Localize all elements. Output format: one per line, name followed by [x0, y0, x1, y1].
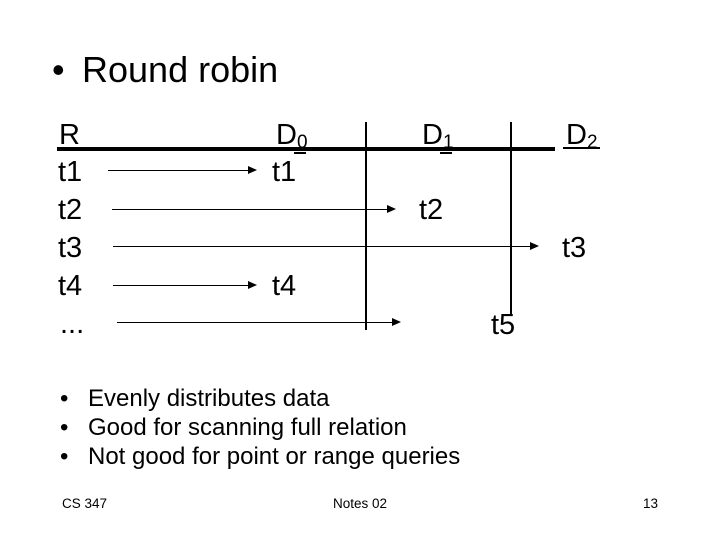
placed-tuple-t5: t5 [491, 309, 516, 341]
disk-0-sub: 0 [296, 132, 308, 153]
column-divider-d0-d1 [365, 122, 367, 330]
subscript-underline-d0 [294, 152, 306, 154]
title-bullet-icon: • [52, 49, 65, 90]
title-text: Round robin [82, 49, 279, 90]
bullet-item: • Evenly distributes data [60, 384, 460, 413]
disk-2-base: D [566, 119, 587, 151]
arrow-t1-to-d0 [108, 166, 257, 174]
header-underline-d2 [563, 147, 600, 149]
disk-1-sub: 1 [442, 132, 454, 153]
arrow-t2-to-d1 [112, 205, 396, 213]
placed-tuple-t1: t1 [272, 156, 297, 188]
tuple-label-t4: t4 [58, 270, 83, 302]
disk-2-sub: 2 [586, 132, 598, 153]
header-disk-1: D1 [422, 120, 454, 158]
slide-footer: CS 347 Notes 02 13 [0, 496, 720, 516]
disk-0-base: D [276, 119, 297, 151]
tuple-label-more: ... [60, 308, 85, 340]
placed-tuple-t3: t3 [562, 232, 587, 264]
footer-page-number: 13 [642, 496, 658, 511]
bullet-item: • Good for scanning full relation [60, 413, 460, 442]
bullet-text-good-scanning: Good for scanning full relation [88, 414, 407, 441]
bullet-icon: • [60, 385, 69, 412]
header-underline [57, 147, 555, 151]
tuple-label-t2: t2 [58, 194, 83, 226]
subscript-underline-d1 [440, 152, 452, 154]
disk-1-base: D [422, 119, 443, 151]
arrow-t4-to-d0 [113, 281, 257, 289]
header-disk-2: D2 [566, 120, 598, 158]
bullet-icon: • [60, 443, 69, 470]
bullet-text-not-good-point-range: Not good for point or range queries [88, 443, 461, 470]
slide-title: • Round robin [52, 50, 278, 90]
placed-tuple-t2: t2 [419, 194, 444, 226]
header-disk-0: D0 [276, 120, 308, 158]
placed-tuple-t4: t4 [272, 270, 297, 302]
bullet-text-evenly-distributes: Evenly distributes data [88, 385, 330, 412]
bullet-list: • Evenly distributes data • Good for sca… [60, 384, 460, 471]
header-relation: R [59, 119, 80, 151]
footer-course: CS 347 [62, 496, 108, 511]
arrow-t3-to-d2 [113, 242, 539, 250]
column-divider-d1-d2 [510, 122, 512, 314]
tuple-label-t3: t3 [58, 232, 83, 264]
bullet-item: • Not good for point or range queries [60, 442, 460, 471]
bullet-icon: • [60, 414, 69, 441]
tuple-label-t1: t1 [58, 156, 83, 188]
arrow-t5-to-d1 [117, 318, 401, 326]
footer-notes: Notes 02 [332, 496, 388, 511]
